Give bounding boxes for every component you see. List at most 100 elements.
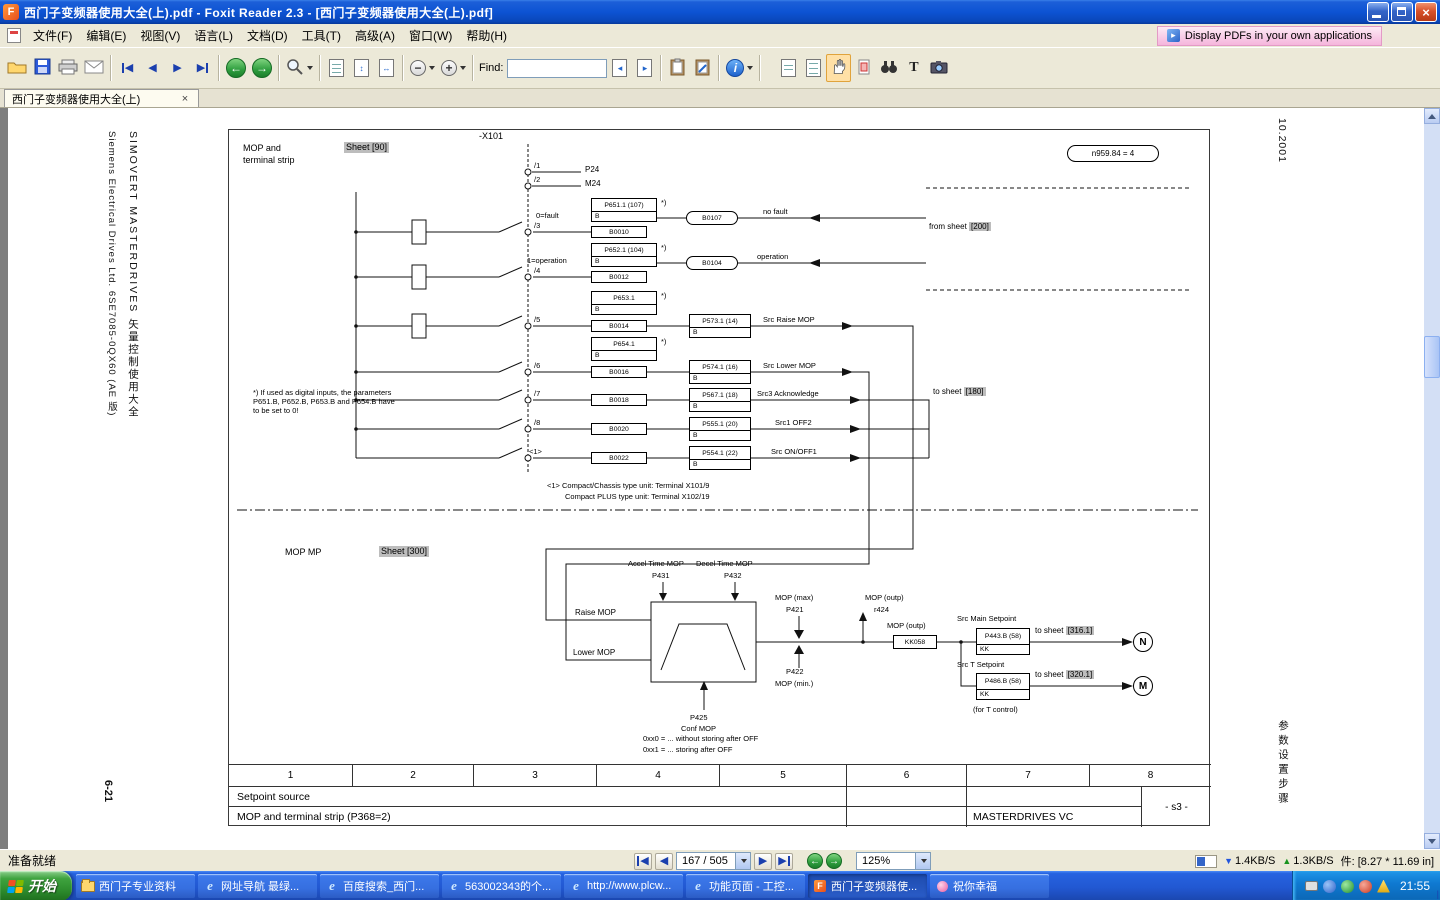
hand-tool-button[interactable]	[826, 54, 851, 82]
prev-page-button[interactable]: ◀	[655, 853, 673, 870]
dropdown-caret-icon	[429, 66, 435, 70]
tab-close-icon[interactable]: ×	[179, 93, 191, 105]
find-previous-button[interactable]: ◂	[607, 54, 632, 82]
task-label: 563002343的个...	[465, 878, 551, 894]
monitor-tray-icon[interactable]	[1359, 880, 1372, 893]
param-box: P574.1 (16)B	[689, 360, 751, 384]
wiring-svg	[229, 130, 1211, 827]
crossref-number: [200]	[969, 222, 991, 231]
note-label: (for T control)	[973, 705, 1018, 714]
zoom-tool-button[interactable]	[283, 54, 316, 82]
next-page-button[interactable]: ▶	[165, 54, 190, 82]
save-button[interactable]	[30, 54, 55, 82]
promo-text: Display PDFs in your own applications	[1185, 30, 1372, 42]
taskbar-button-folder[interactable]: 西门子专业资料	[76, 874, 195, 898]
footnote-line: to be set to 0!	[253, 406, 395, 415]
info-icon: i	[726, 59, 744, 77]
first-page-button[interactable]: ◀	[634, 853, 652, 870]
single-page-button[interactable]	[776, 54, 801, 82]
foxit-icon: F	[813, 880, 827, 893]
continuous-page-button[interactable]	[801, 54, 826, 82]
zoom-in-button[interactable]: +	[438, 54, 469, 82]
menu-document[interactable]: 文档(D)	[240, 24, 295, 47]
taskbar-button-space[interactable]: e563002343的个...	[442, 874, 561, 898]
minimize-button[interactable]	[1367, 2, 1389, 22]
fit-page-button[interactable]: ↕	[349, 54, 374, 82]
warning-tray-icon[interactable]	[1377, 880, 1390, 893]
search-button[interactable]	[876, 54, 901, 82]
menu-window[interactable]: 窗口(W)	[402, 24, 459, 47]
taskbar-button-foxit[interactable]: F西门子变频器使...	[808, 874, 927, 898]
menu-advanced[interactable]: 高级(A)	[348, 24, 402, 47]
table-col-header: 6	[846, 764, 966, 786]
last-page-button[interactable]: ▶	[775, 853, 793, 870]
taskbar-button-gongkong[interactable]: e功能页面 - 工控...	[686, 874, 805, 898]
snapshot-icon	[695, 58, 711, 79]
single-page-icon	[781, 59, 796, 77]
scroll-up-button[interactable]	[1424, 108, 1440, 124]
menu-edit[interactable]: 编辑(E)	[79, 24, 133, 47]
promo-banner[interactable]: ▸ Display PDFs in your own applications	[1157, 26, 1382, 46]
keyboard-tray-icon[interactable]	[1305, 881, 1318, 891]
tab-bar: 西门子变频器使用大全(上) ×	[0, 89, 1440, 108]
snapshot-camera-button[interactable]	[926, 54, 951, 82]
fit-width-button[interactable]: ↔	[374, 54, 399, 82]
find-next-button[interactable]: ▸	[632, 54, 657, 82]
clipboard-copy-button[interactable]	[665, 54, 690, 82]
binector-box: B0022	[591, 452, 647, 464]
antivirus-tray-icon[interactable]	[1341, 880, 1354, 893]
go-back-button[interactable]: ←	[223, 54, 249, 82]
select-tool-button[interactable]	[851, 54, 876, 82]
zoom-out-button[interactable]: −	[407, 54, 438, 82]
print-button[interactable]	[55, 54, 81, 82]
first-page-button[interactable]: ◀	[115, 54, 140, 82]
info-button[interactable]: i	[723, 54, 756, 82]
network-tray-icon[interactable]	[1323, 880, 1336, 893]
signal-label: Src3 Acknowledge	[757, 389, 819, 398]
foxit-app-icon: F	[3, 4, 19, 20]
email-button[interactable]	[81, 54, 107, 82]
next-page-button[interactable]: ▶	[754, 853, 772, 870]
view-back-button[interactable]: ←	[807, 853, 823, 869]
prev-triangle-icon: ◀	[125, 63, 133, 74]
menu-help[interactable]: 帮助(H)	[459, 24, 514, 47]
menu-tools[interactable]: 工具(T)	[295, 24, 348, 47]
start-button[interactable]: 开始	[0, 871, 72, 900]
param-value: P486.B (58)	[977, 674, 1029, 690]
menu-language[interactable]: 语言(L)	[187, 24, 240, 47]
vertical-scrollbar[interactable]	[1424, 108, 1440, 849]
page-number-combo[interactable]: 167 / 505	[676, 852, 751, 870]
taskbar-button-nav[interactable]: e网址导航 最绿...	[198, 874, 317, 898]
param-value: P651.1 (107)	[592, 199, 656, 212]
restore-button[interactable]	[1391, 2, 1413, 22]
forward-icon: →	[252, 58, 272, 78]
close-button[interactable]: ×	[1415, 2, 1437, 22]
scroll-down-button[interactable]	[1424, 833, 1440, 849]
footnote-mark: *)	[661, 243, 666, 252]
combo-dropdown-button[interactable]	[735, 853, 750, 869]
taskbar-button-plcw[interactable]: ehttp://www.plcw...	[564, 874, 683, 898]
menu-file[interactable]: 文件(F)	[26, 24, 79, 47]
tab-document[interactable]: 西门子变频器使用大全(上) ×	[4, 89, 199, 107]
open-button[interactable]	[4, 54, 30, 82]
go-forward-button[interactable]: →	[249, 54, 275, 82]
prev-page-button[interactable]: ◀	[140, 54, 165, 82]
typewriter-button[interactable]: T|	[901, 54, 926, 82]
menu-view[interactable]: 视图(V)	[133, 24, 187, 47]
last-page-button[interactable]: ▶	[190, 54, 215, 82]
taskbar-button-baidu[interactable]: e百度搜索_西门...	[320, 874, 439, 898]
net-label: M24	[585, 179, 601, 189]
scrollbar-thumb[interactable]	[1424, 336, 1440, 378]
taskbar-button-wish[interactable]: 祝你幸福	[930, 874, 1049, 898]
find-input[interactable]	[507, 59, 607, 78]
snapshot-copy-button[interactable]	[690, 54, 715, 82]
combo-dropdown-button[interactable]	[915, 853, 930, 869]
actual-size-button[interactable]	[324, 54, 349, 82]
task-label: 百度搜索_西门...	[343, 878, 424, 894]
terminal-note: Compact PLUS type unit: Terminal X102/19	[565, 492, 710, 501]
param-number: P422	[786, 667, 804, 676]
zoom-combo[interactable]: 125%	[856, 852, 931, 870]
view-forward-button[interactable]: →	[826, 853, 842, 869]
pin-label: /8	[534, 418, 540, 427]
upload-speed-value: 1.3KB/S	[1293, 855, 1333, 867]
